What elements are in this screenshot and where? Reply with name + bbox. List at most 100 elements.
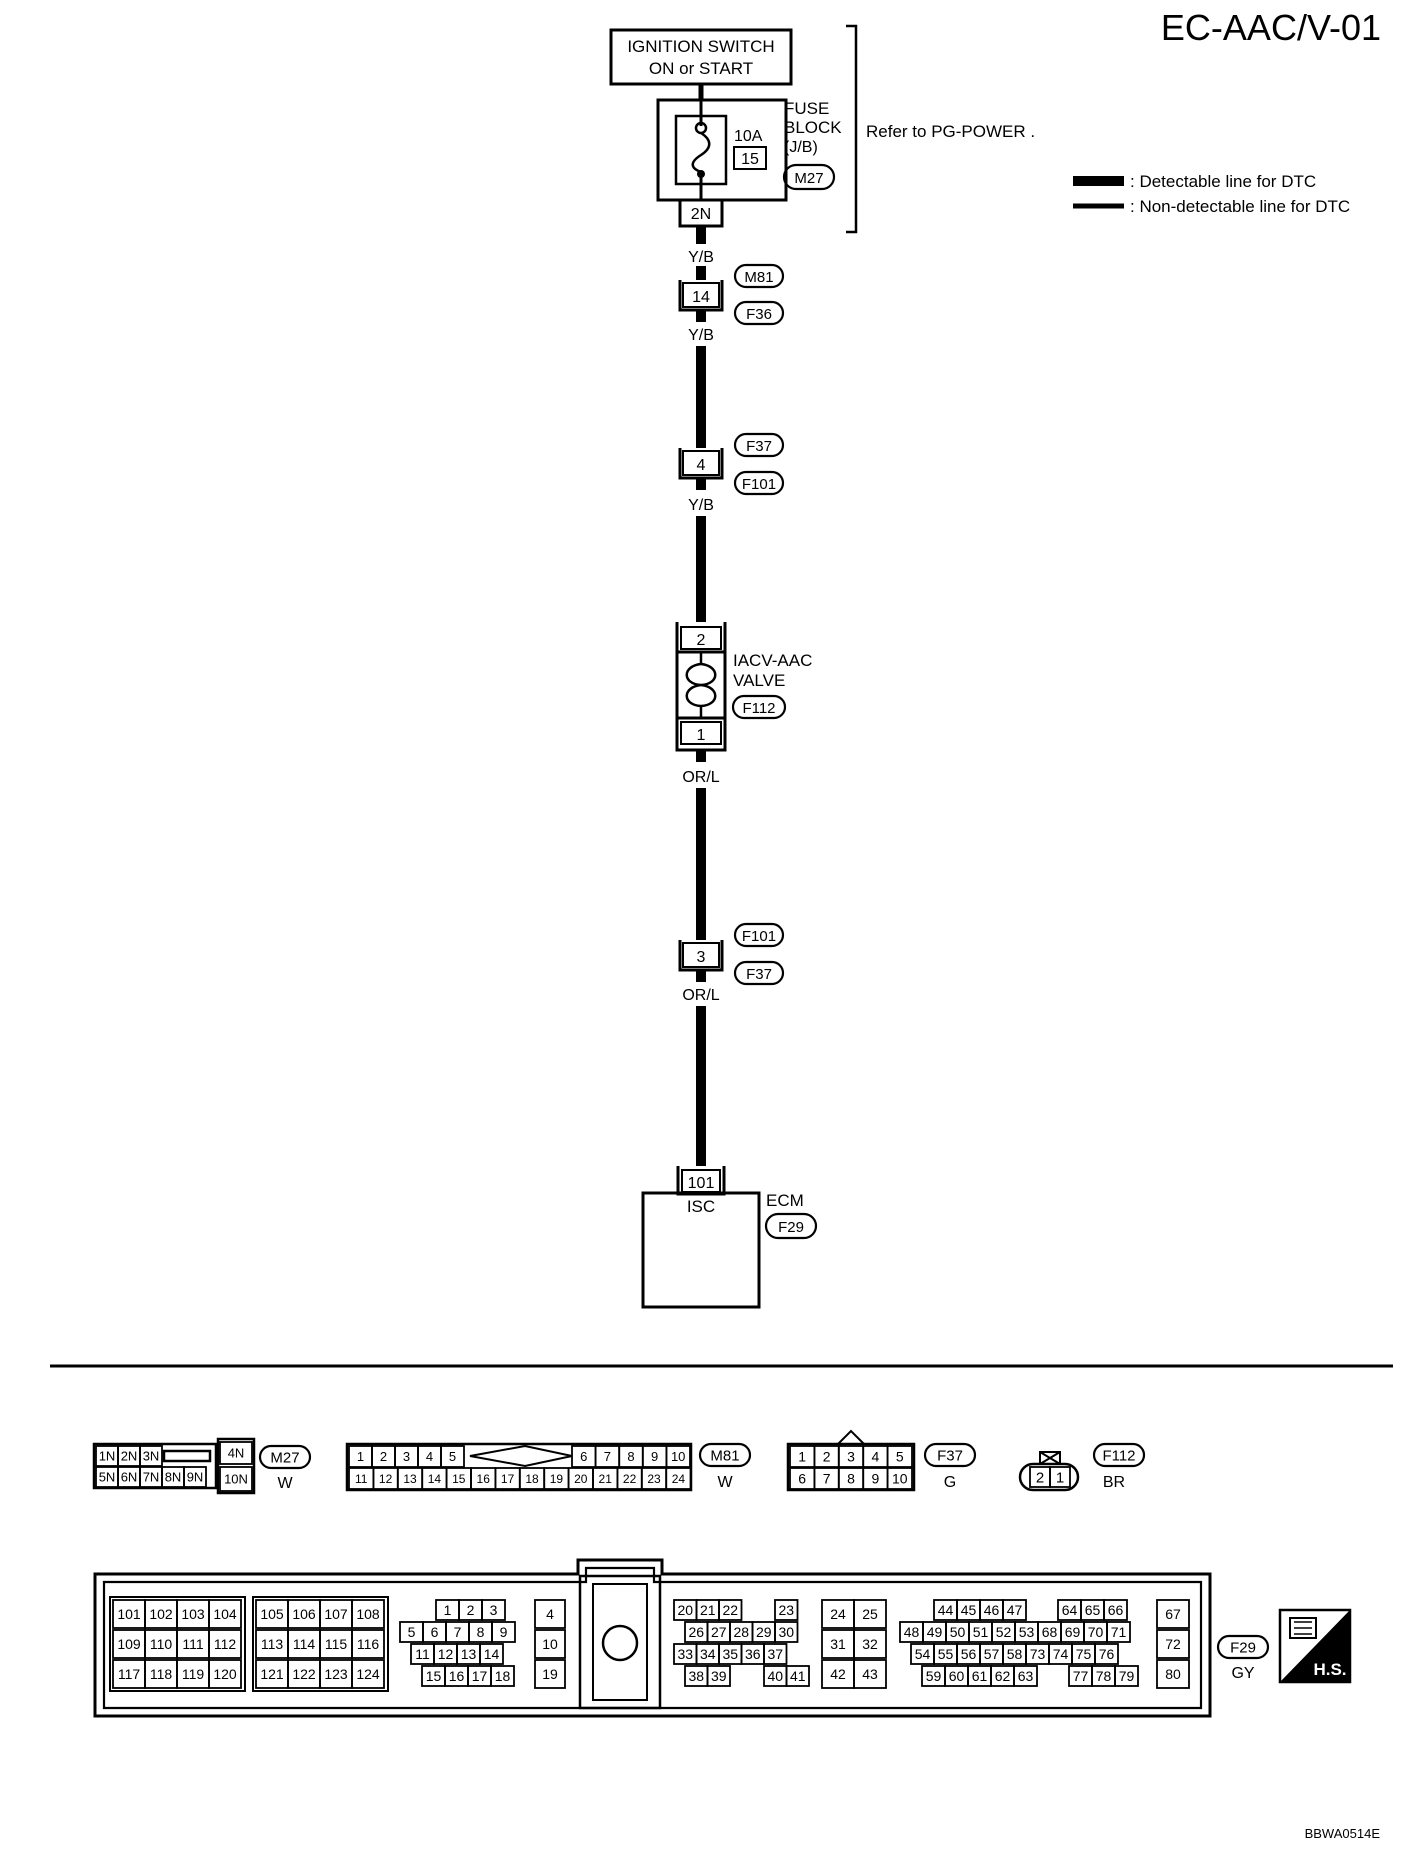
f29-housing-outer [93, 1558, 1212, 1718]
pin-label: 13 [461, 1646, 477, 1662]
f29-color: GY [1231, 1665, 1254, 1682]
pin-label: 22 [623, 1472, 637, 1486]
pin-cell [534, 1659, 566, 1689]
pin-label: 33 [677, 1646, 693, 1662]
pin-label: 20 [677, 1602, 693, 1618]
m27-connector-id: M27 [270, 1450, 299, 1467]
joint-2-connector-bottom: F101 [742, 476, 776, 493]
pin-cell [481, 1599, 506, 1621]
pin-label: 15 [426, 1668, 442, 1684]
m81-housing [345, 1442, 693, 1492]
ecm: 101 ISC ECM F29 [641, 1166, 818, 1309]
f29-block-1 [109, 1596, 246, 1692]
pin-label: 17 [501, 1472, 515, 1486]
f37-connector-id: F37 [937, 1448, 963, 1465]
joint-3-connector-top: F101 [742, 928, 776, 945]
pin-label: 46 [984, 1602, 1000, 1618]
pin-label: 1 [357, 1449, 364, 1464]
pin-label: 16 [477, 1472, 491, 1486]
joint-1-pin: 14 [692, 289, 710, 306]
f112-connector-id: F112 [1102, 1448, 1135, 1465]
pin-cell [351, 1659, 385, 1689]
pin-label: 12 [438, 1646, 454, 1662]
pin-cell [1013, 1665, 1038, 1687]
f112-latch-mark [1039, 1451, 1061, 1465]
pin-label: 114 [293, 1636, 316, 1652]
pin-label: 32 [862, 1636, 878, 1652]
pin-label: 18 [495, 1668, 511, 1684]
legend-detectable-text: : Detectable line for DTC [1130, 172, 1316, 191]
pin-label: 45 [961, 1602, 977, 1618]
pin-cell [853, 1659, 887, 1689]
pin-label: 50 [950, 1624, 966, 1640]
fuse-block-label-1: FUSE [784, 99, 829, 118]
pin-cell [774, 1621, 799, 1643]
pin-label: 124 [356, 1666, 380, 1682]
pin-cell [1049, 1466, 1071, 1488]
wire-color-4: OR/L [682, 769, 719, 786]
pin-label: 44 [938, 1602, 954, 1618]
pin-cell [491, 1621, 516, 1643]
pin-label: 14 [428, 1472, 442, 1486]
pin-label: 2 [467, 1602, 475, 1618]
fuse-block-label-3: (J/B) [784, 139, 818, 156]
pin-label: 48 [904, 1624, 920, 1640]
joint-connector-4: 4 F37 F101 [678, 432, 785, 496]
fuse-block: 10A 15 FUSE BLOCK (J/B) M27 2N [656, 98, 842, 228]
f29-block-2 [252, 1596, 389, 1692]
pin-label: 3 [490, 1602, 498, 1618]
pin-label: 118 [150, 1666, 173, 1682]
pin-label: 111 [182, 1636, 203, 1652]
pin-label: 73 [1030, 1646, 1046, 1662]
pin-label: 79 [1119, 1668, 1135, 1684]
m81-connector-badge [698, 1442, 752, 1468]
pin-cell [706, 1665, 731, 1687]
joint-1-connector-bottom: F36 [746, 306, 772, 323]
pin-cell [534, 1629, 566, 1659]
m27-connector-badge [258, 1444, 312, 1470]
pin-cell [351, 1599, 385, 1629]
iacv-pin-top: 2 [697, 632, 706, 649]
pin-label: 105 [260, 1606, 284, 1622]
pin-label: 31 [830, 1636, 846, 1652]
pin-label: 23 [647, 1472, 661, 1486]
pin-label: 61 [972, 1668, 988, 1684]
pin-label: 54 [915, 1646, 931, 1662]
pin-label: 77 [1073, 1668, 1089, 1684]
pin-cell [208, 1629, 242, 1659]
f29-key-circle [601, 1624, 639, 1662]
pin-label: 2 [1036, 1469, 1044, 1486]
fuse-amperage: 10A [734, 128, 763, 145]
pin-cell [208, 1599, 242, 1629]
pin-cell [1156, 1629, 1190, 1659]
joint-3-connector-bottom: F37 [746, 966, 772, 983]
iacv-connector-id: F112 [742, 700, 775, 717]
wire-color-1: Y/B [688, 249, 714, 266]
iacv-aac-valve: 2 1 IACV-AAC VALVE F112 [675, 622, 812, 752]
m81-color: W [717, 1474, 733, 1491]
pin-label: 8 [847, 1471, 855, 1487]
pin-label: 55 [938, 1646, 954, 1662]
pin-label: 34 [700, 1646, 716, 1662]
wire-color-2: Y/B [688, 327, 714, 344]
pin-label: 2 [823, 1449, 831, 1465]
pin-label: 29 [756, 1624, 772, 1640]
pin-label: 35 [722, 1646, 738, 1662]
pin-label: 27 [711, 1624, 727, 1640]
pin-label: 78 [1096, 1668, 1112, 1684]
wire-color-3: Y/B [688, 497, 714, 514]
f112-latch [1039, 1451, 1061, 1465]
pin-label: 1 [1056, 1469, 1064, 1486]
pin-label: 59 [926, 1668, 942, 1684]
wire-color-5: OR/L [682, 987, 719, 1004]
pin-cell [219, 1441, 253, 1465]
pin-label: 13 [403, 1472, 417, 1486]
pin-label: 101 [117, 1606, 141, 1622]
pin-label: 39 [711, 1668, 727, 1684]
pin-label: 122 [292, 1666, 316, 1682]
pin-label: 21 [599, 1472, 613, 1486]
m27-latch [162, 1449, 212, 1463]
joint-3-pin: 3 [697, 949, 706, 966]
pin-label: 26 [688, 1624, 704, 1640]
pin-cell [853, 1629, 887, 1659]
